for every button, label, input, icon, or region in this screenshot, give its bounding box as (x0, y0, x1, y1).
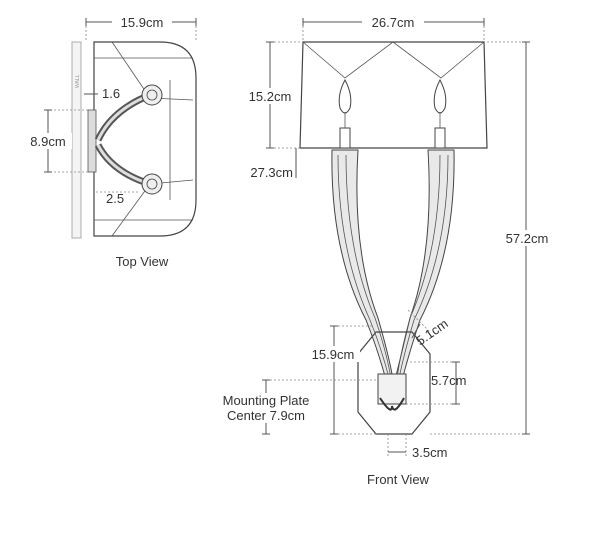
top-arm-lower (94, 143, 152, 188)
top-socket-lower (141, 173, 163, 195)
mounting-label-line2: Center 7.9cm (227, 408, 305, 423)
top-plate-label: 8.9cm (30, 134, 65, 149)
front-backplate (357, 331, 431, 435)
front-plate-width-label: 3.5cm (412, 445, 447, 460)
front-backplate-height-label: 15.9cm (312, 347, 355, 362)
top-view: WALL 15.9cm 8.9cm (24, 14, 197, 269)
front-plate-height-label: 5.7cm (431, 373, 466, 388)
candle-left (338, 78, 352, 149)
top-width-label: 15.9cm (121, 15, 164, 30)
front-mounting-plate (377, 373, 407, 405)
top-shade-outline (93, 41, 197, 237)
top-arm-spread-label: 2.5 (106, 191, 124, 206)
wall-strip (71, 41, 82, 239)
front-shade-height-label: 15.2cm (249, 89, 292, 104)
top-arm-offset-label: 1.6 (102, 86, 120, 101)
wall-label: WALL (75, 74, 81, 88)
mounting-label-line1: Mounting Plate (223, 393, 310, 408)
front-view: 26.7cm 15.2cm 27.3cm 57.2cm 15.9cm 5.1cm (216, 14, 556, 487)
front-shade-bottom-label: 27.3cm (250, 165, 293, 180)
top-view-caption: Top View (116, 254, 169, 269)
top-socket-upper (141, 84, 163, 106)
candle-right (433, 78, 447, 149)
front-view-caption: Front View (367, 472, 430, 487)
front-width-label: 26.7cm (372, 15, 415, 30)
front-overall-height-label: 57.2cm (506, 231, 549, 246)
top-arm-upper (94, 91, 152, 142)
front-shade (299, 41, 488, 149)
top-mounting-plate (87, 109, 97, 173)
